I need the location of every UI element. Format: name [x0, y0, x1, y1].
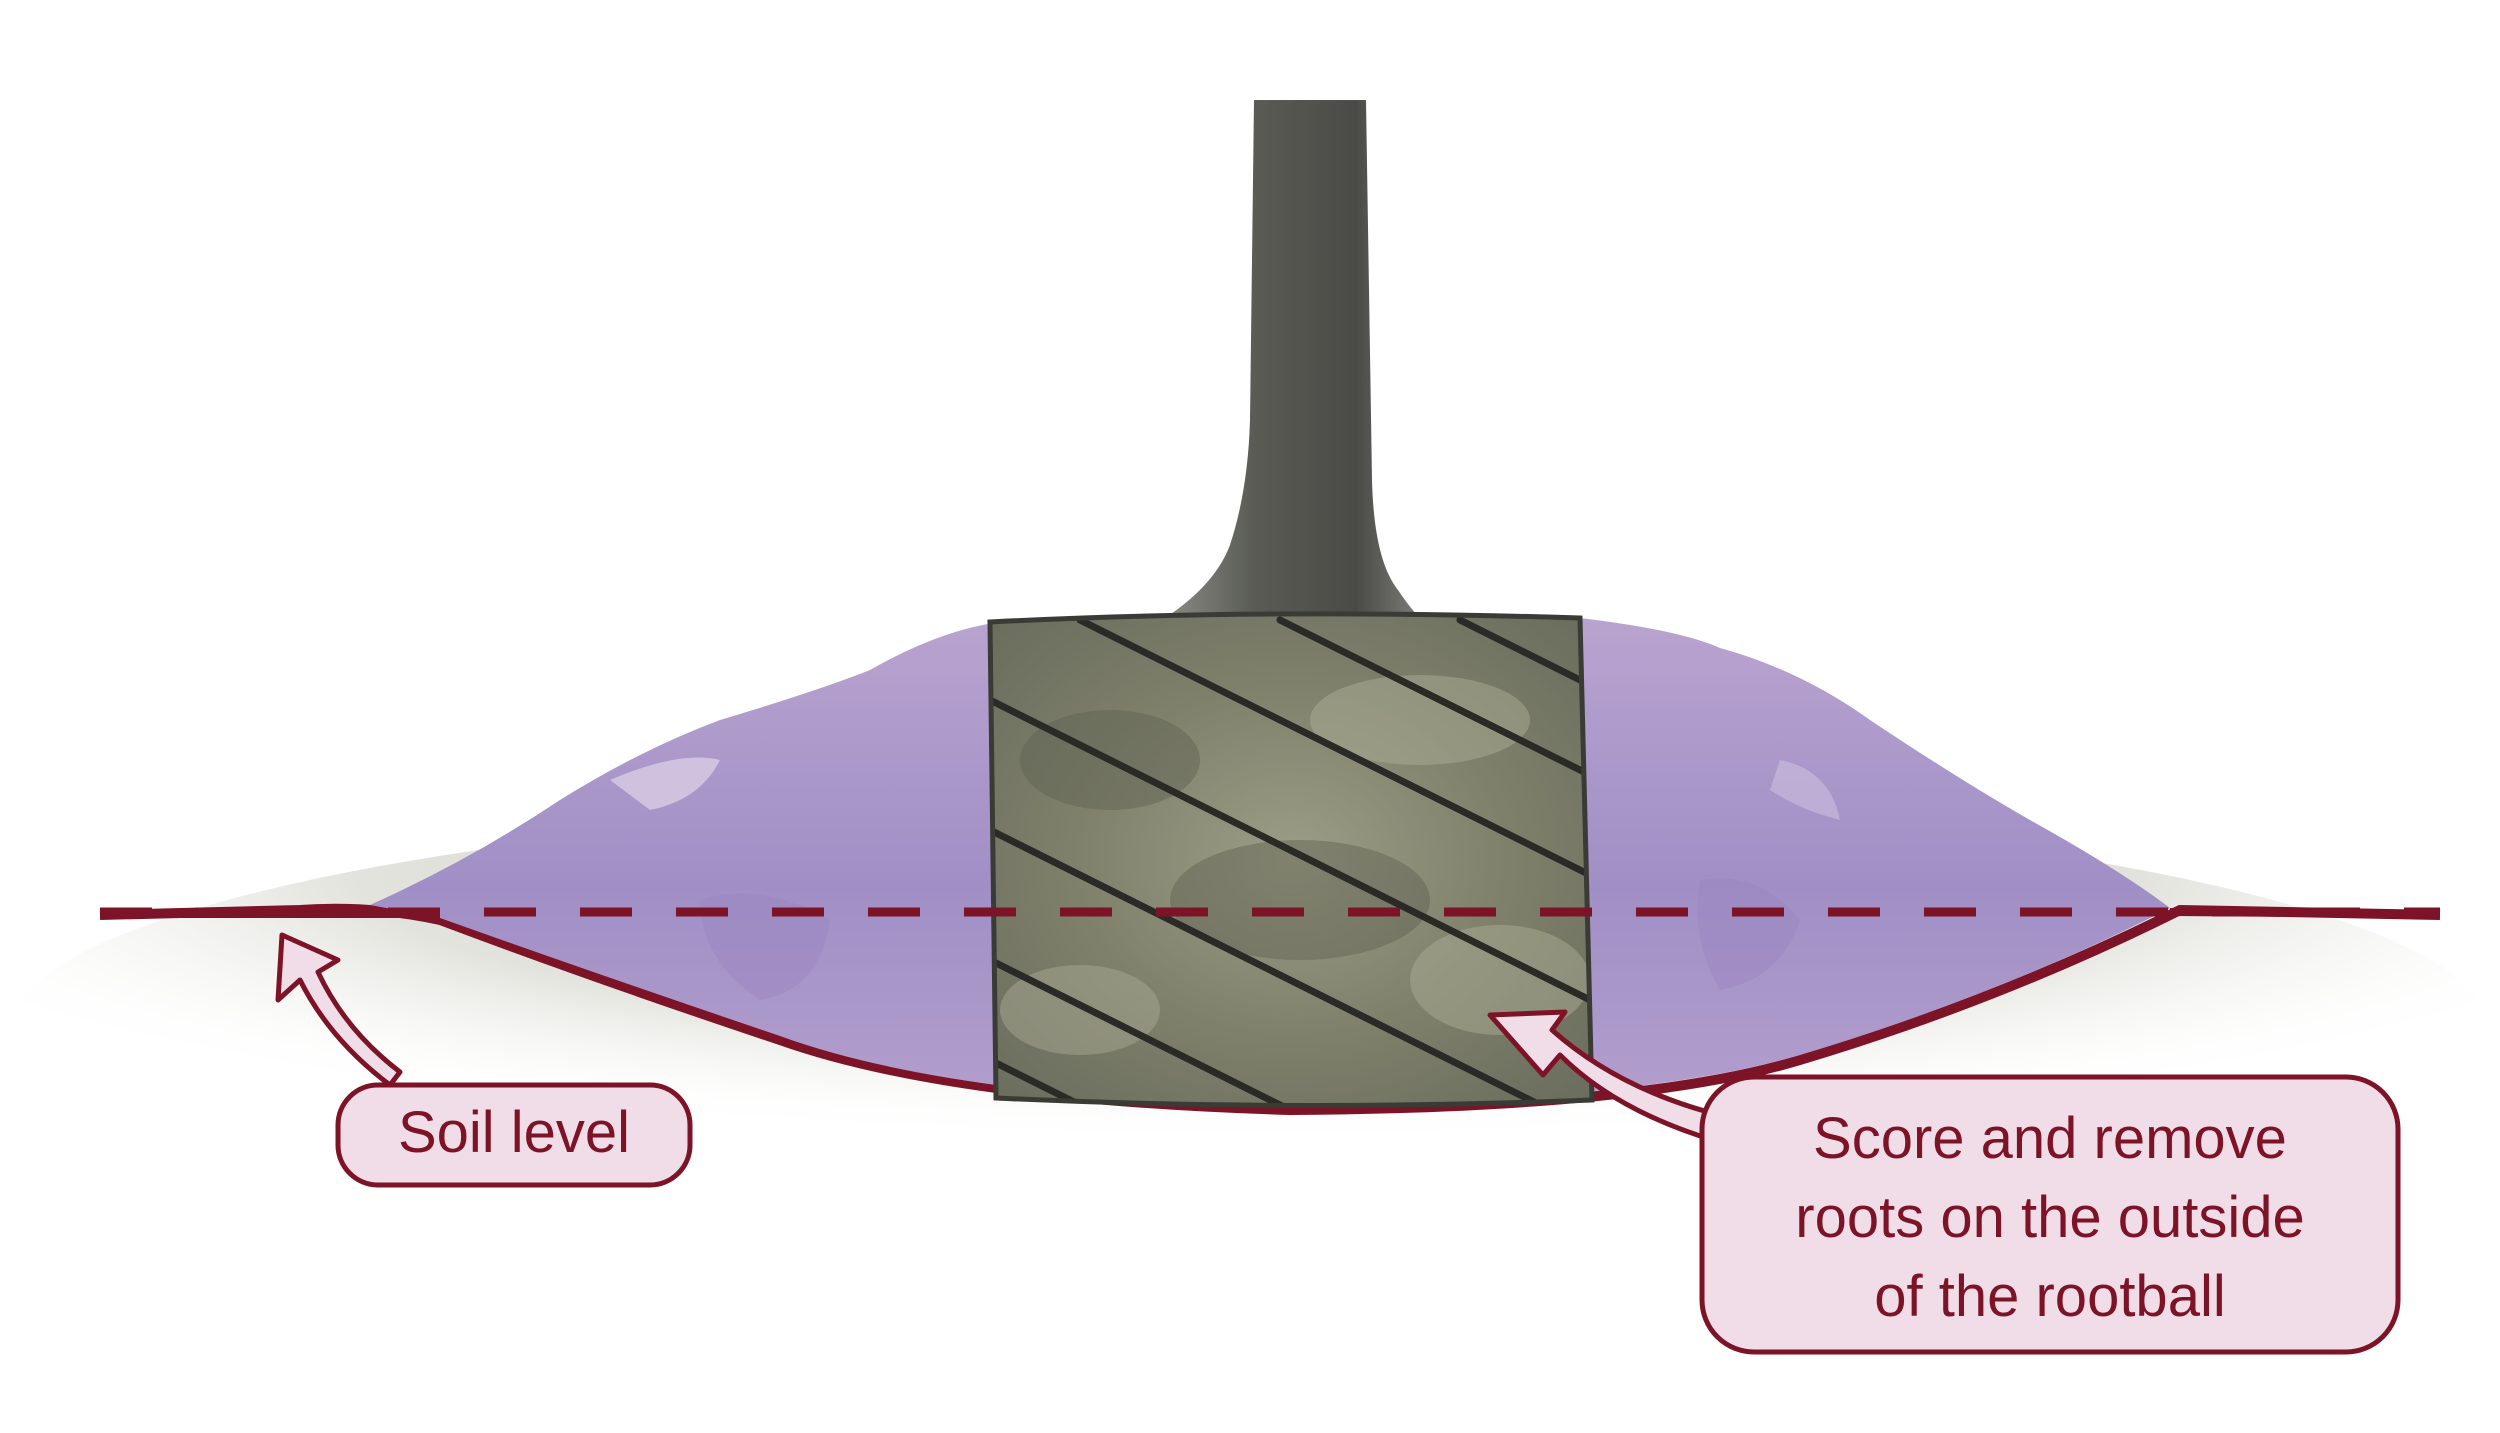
soil-level-label: Soil level	[398, 1100, 630, 1165]
score-roots-label-line-1: Score and remove	[1813, 1106, 2287, 1171]
tree-trunk	[1165, 90, 1420, 618]
score-roots-label-line-3: of the rootball	[1874, 1264, 2225, 1329]
ground-edge-right	[2170, 912, 2440, 914]
score-roots-label-line-2: roots on the outside	[1795, 1185, 2304, 1250]
